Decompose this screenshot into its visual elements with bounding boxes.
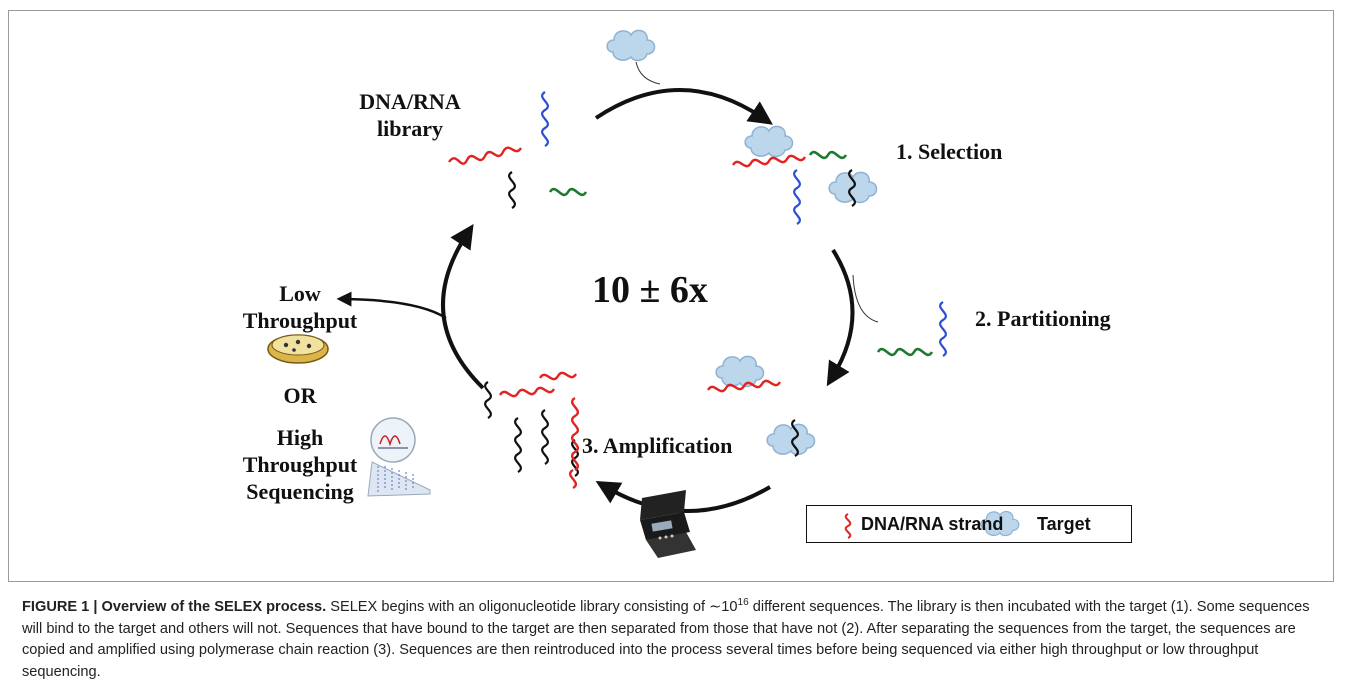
high-line3: Sequencing — [246, 479, 354, 504]
target-cloud-top — [606, 29, 656, 62]
high-line2: Throughput — [242, 452, 358, 477]
legend-target-label: Target — [1037, 514, 1091, 534]
figure-frame — [8, 10, 1334, 582]
low-throughput-label: Low Throughput — [240, 280, 360, 334]
partitioning-strands — [876, 301, 947, 357]
selection-strands — [731, 125, 878, 225]
library-label-line2: library — [377, 116, 443, 141]
caption-figure-label: FIGURE 1 | Overview of the SELEX process… — [22, 599, 327, 615]
legend: DNA/RNA strand Target — [806, 505, 1132, 543]
library-label-line1: DNA/RNA — [359, 89, 461, 114]
caption-text-1: SELEX begins with an oligonucleotide lib… — [326, 599, 738, 615]
step2-label: 2. Partitioning — [975, 306, 1111, 331]
caption-text-2: different sequences. The library is then… — [22, 599, 1310, 680]
high-throughput-label: High Throughput Sequencing — [240, 424, 360, 505]
low-line2: Throughput — [242, 308, 358, 333]
legend-strand-label: DNA/RNA strand — [861, 514, 1004, 534]
caption-sup: 16 — [737, 597, 749, 609]
cycle-count: 10 ± 6x — [592, 269, 708, 311]
amplified-strands — [484, 371, 579, 490]
low-throughput-arrow — [336, 291, 447, 320]
high-line1: High — [276, 425, 324, 450]
selex-diagram — [267, 29, 1020, 558]
cycle-arrow-bottom — [595, 480, 772, 513]
amplification-bound — [706, 355, 816, 457]
low-line1: Low — [279, 281, 321, 306]
cycle-arrow-top — [594, 88, 773, 125]
step3-label: 3. Amplification — [582, 433, 733, 458]
or-label: OR — [283, 383, 317, 408]
library-strands — [448, 91, 588, 209]
step1-label: 1. Selection — [896, 139, 1003, 164]
target-connector-top — [635, 61, 661, 85]
legend-strand-icon — [844, 513, 852, 539]
figure-caption: FIGURE 1 | Overview of the SELEX process… — [22, 597, 1322, 683]
sequencing-icon — [367, 417, 431, 497]
cycle-arrow-right — [826, 248, 855, 387]
petri-dish-icon — [267, 334, 329, 364]
pcr-machine-icon — [640, 490, 696, 558]
library-label: DNA/RNA library — [350, 88, 470, 142]
cycle-arrow-left — [441, 223, 485, 390]
partition-connector — [852, 274, 879, 323]
